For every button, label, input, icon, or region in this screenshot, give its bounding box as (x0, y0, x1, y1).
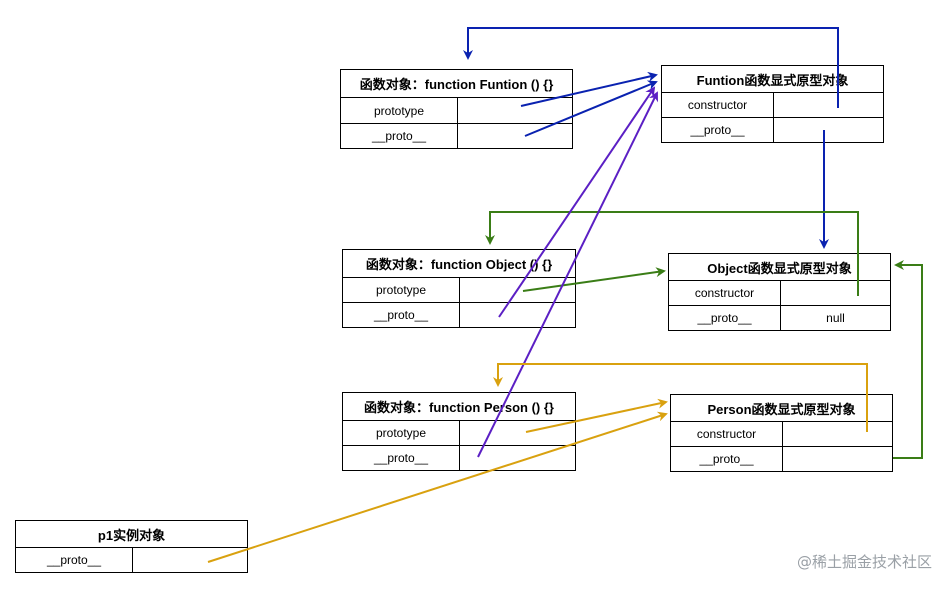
arrow-person-proto (477, 91, 658, 458)
table-funtion-function: 函数对象：function Funtion () {} prototype __… (340, 69, 573, 149)
arrow-person-prototype (525, 398, 668, 433)
table-row: __proto__null (668, 305, 891, 331)
arrow-funtion-proto (524, 80, 658, 137)
table-row: constructor (670, 421, 894, 447)
table-row: __proto__ (661, 117, 884, 143)
table-row: __proto__ (342, 445, 577, 471)
table-funtion-prototype: Funtion函数显式原型对象 constructor __proto__ (661, 65, 884, 143)
arrow-object-proto (498, 86, 656, 318)
row-value-null: null (780, 305, 891, 331)
table-row: __proto__ (342, 302, 576, 328)
arrow-object-prototype (522, 267, 666, 292)
row-key: __proto__ (15, 547, 133, 573)
arrow-object-constructor (485, 211, 859, 296)
table-person-prototype: Person函数显式原型对象 constructor __proto__ (669, 394, 894, 472)
row-key: __proto__ (661, 117, 774, 143)
table-object-prototype: Object函数显式原型对象 constructor __proto__null (668, 253, 891, 331)
arrow-person-constructor (493, 363, 868, 432)
row-value (459, 302, 576, 328)
table-object-function: 函数对象：function Object () {} prototype __p… (342, 249, 576, 328)
table-row: constructor (668, 280, 891, 306)
table-header: Object函数显式原型对象 (668, 253, 891, 281)
row-key: __proto__ (342, 302, 460, 328)
table-p1-instance: p1实例对象 __proto__ (14, 520, 249, 573)
table-header: 函数对象：function Person () {} (341, 392, 577, 421)
row-value (131, 547, 249, 573)
row-key: __proto__ (342, 445, 460, 471)
row-key: prototype (342, 420, 460, 446)
row-value (458, 420, 577, 446)
table-person-function: 函数对象：function Person () {} prototype __p… (341, 392, 577, 471)
row-key: prototype (342, 277, 460, 303)
row-key: constructor (670, 421, 783, 447)
table-row: __proto__ (15, 547, 249, 573)
row-key: constructor (668, 280, 781, 306)
row-value (781, 421, 894, 447)
watermark: @稀土掘金技术社区 (796, 553, 932, 571)
row-value (781, 446, 894, 472)
row-key: __proto__ (668, 305, 781, 331)
table-row: prototype (340, 97, 573, 124)
arrow-funtion-prototype (520, 71, 658, 107)
row-key: __proto__ (670, 446, 783, 472)
arrow-person-prototype-proto (893, 260, 923, 459)
table-row: __proto__ (670, 446, 894, 472)
table-row: prototype (342, 420, 577, 446)
row-value (773, 92, 884, 118)
table-header: 函数对象：function Funtion () {} (340, 69, 573, 98)
table-header: p1实例对象 (14, 520, 249, 548)
arrow-p1-proto (207, 411, 668, 563)
table-row: constructor (661, 92, 884, 118)
row-value (780, 280, 891, 306)
table-row: __proto__ (340, 123, 573, 149)
row-value (457, 123, 573, 149)
arrow-funtion-constructor (463, 27, 839, 108)
row-value (773, 117, 884, 143)
row-key: __proto__ (340, 123, 458, 149)
row-value (457, 97, 573, 124)
